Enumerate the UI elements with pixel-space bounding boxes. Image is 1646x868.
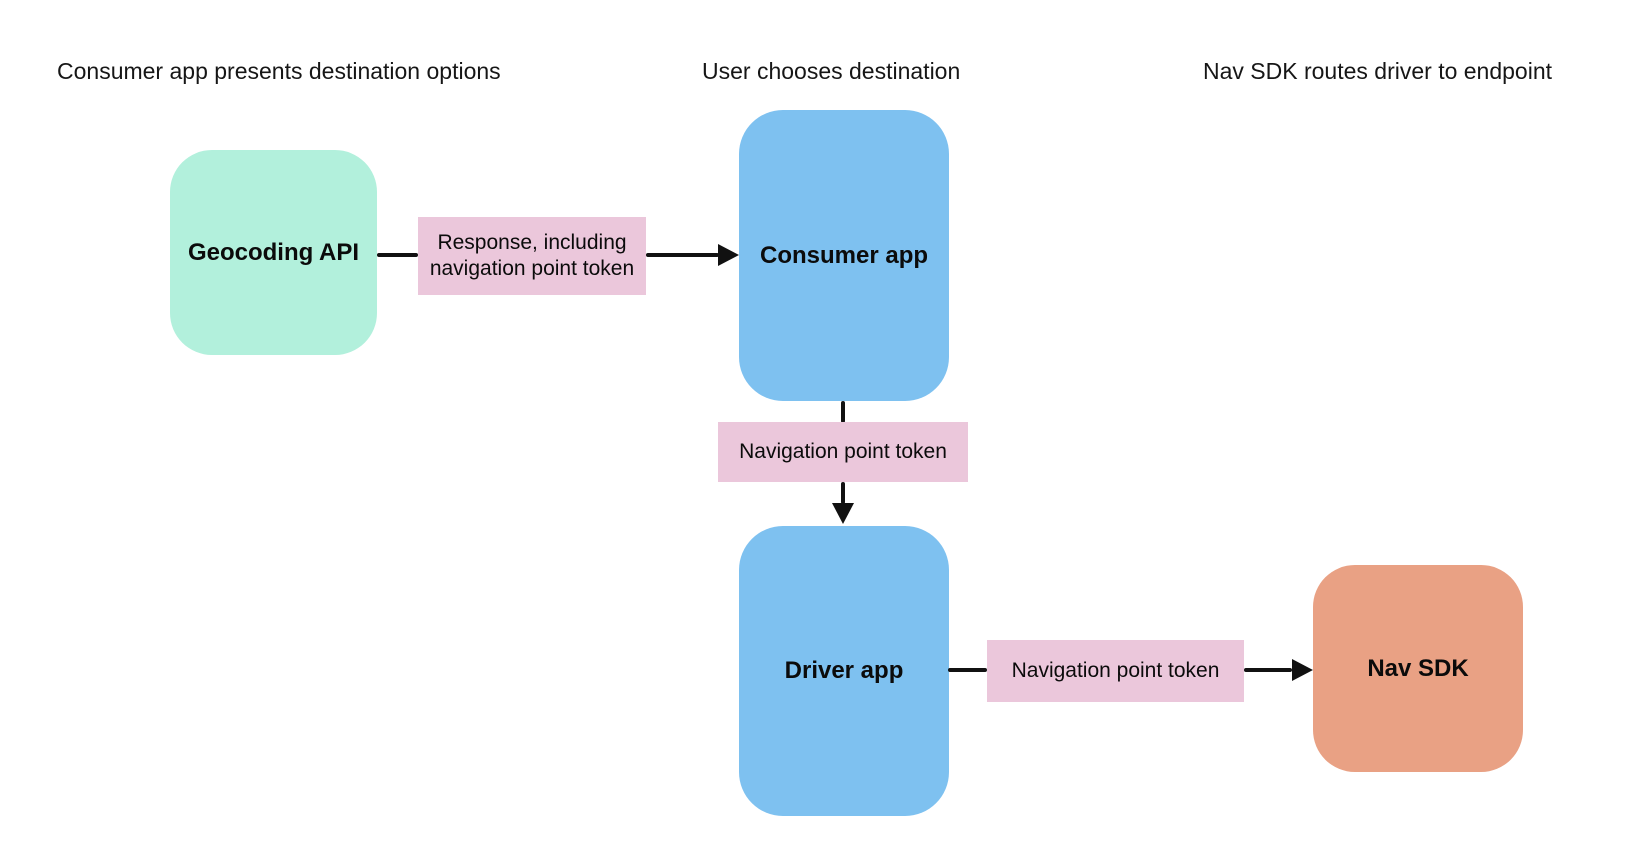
edge-label-navigation-point-token-horizontal: Navigation point token <box>987 640 1244 702</box>
edge-label-response-including-token: Response, including navigation point tok… <box>418 217 646 295</box>
edge-label-to-consumer-line <box>646 253 719 257</box>
node-geocoding-api: Geocoding API <box>170 150 377 355</box>
edge-label-to-driver-line <box>841 482 845 504</box>
node-driver-app: Driver app <box>739 526 949 816</box>
node-consumer-app: Consumer app <box>739 110 949 401</box>
phase-heading-navsdk-routes: Nav SDK routes driver to endpoint <box>1203 58 1553 84</box>
edge-consumer-to-label-line <box>841 401 845 423</box>
arrowhead-right-icon <box>718 244 739 266</box>
phase-heading-consumer-presents: Consumer app presents destination option… <box>57 58 501 84</box>
arrowhead-down-icon <box>832 503 854 524</box>
edge-driver-to-label-line <box>948 668 987 672</box>
phase-heading-user-chooses: User chooses destination <box>702 58 961 84</box>
arrowhead-right-icon <box>1292 659 1313 681</box>
edge-geocoding-to-label-line <box>377 253 418 257</box>
edge-label-navigation-point-token-vertical: Navigation point token <box>718 422 968 482</box>
edge-label-to-navsdk-line <box>1244 668 1292 672</box>
node-nav-sdk: Nav SDK <box>1313 565 1523 772</box>
